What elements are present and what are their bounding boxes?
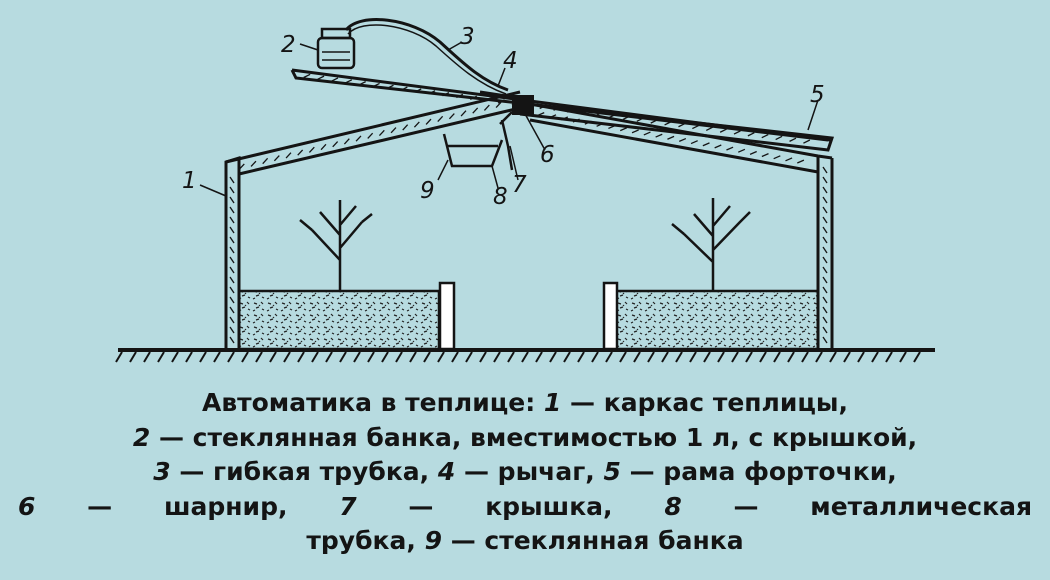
caption-text: — каркас теплицы, xyxy=(561,388,849,417)
window-sash xyxy=(290,68,835,152)
label-2: 2 xyxy=(281,32,296,58)
caption-text: — гибкая трубка, xyxy=(170,457,438,486)
inner-jar-assembly xyxy=(442,111,514,171)
caption-text: — стеклянная банка xyxy=(441,526,744,555)
caption-number: 2 xyxy=(132,422,151,452)
caption-number: 1 xyxy=(543,388,562,417)
lever xyxy=(479,90,521,100)
caption-line-4: 6 — шарнир, 7 — крышка, 8 — металлическа… xyxy=(18,490,1032,525)
jar-top xyxy=(316,27,356,70)
caption-text: трубка, xyxy=(306,526,425,555)
caption-line-3: 3 — гибкая трубка, 4 — рычаг, 5 — рама ф… xyxy=(18,455,1032,490)
figure-caption: Автоматика в теплице: 1 — каркас теплицы… xyxy=(18,386,1032,559)
caption-text: Автоматика в теплице: xyxy=(201,388,544,417)
flexible-tube xyxy=(344,18,509,92)
greenhouse-diagram: 1 2 3 4 5 6 7 8 9 xyxy=(115,18,935,363)
label-9: 9 xyxy=(420,178,435,204)
label-6: 6 xyxy=(540,142,555,168)
label-4: 4 xyxy=(503,48,518,74)
caption-text: — рама форточки, xyxy=(620,457,897,486)
label-3: 3 xyxy=(460,24,475,50)
plant-left xyxy=(299,200,373,291)
label-7: 7 xyxy=(512,172,527,198)
caption-number: 3 xyxy=(153,457,171,486)
caption-text: — рычаг, xyxy=(455,457,604,486)
caption-text: — стеклянная банка, вместимостью 1 л, с … xyxy=(150,422,918,452)
caption-text: — шарнир, xyxy=(35,491,340,521)
hinge xyxy=(512,95,534,115)
greenhouse-frame xyxy=(224,90,834,350)
caption-number: 8 xyxy=(664,491,682,521)
caption-number: 6 xyxy=(18,491,36,521)
label-1: 1 xyxy=(182,168,197,194)
frame-texture xyxy=(229,73,828,344)
caption-number: 4 xyxy=(437,457,456,486)
caption-number: 9 xyxy=(424,526,442,555)
caption-number: 7 xyxy=(339,491,357,521)
caption-line-1: Автоматика в теплице: 1 — каркас теплицы… xyxy=(18,386,1032,421)
soil-beds xyxy=(237,281,820,351)
caption-line-2: 2 — стеклянная банка, вместимостью 1 л, … xyxy=(18,421,1032,456)
label-8: 8 xyxy=(493,184,508,210)
label-5: 5 xyxy=(810,82,825,108)
caption-text: — крышка, xyxy=(356,491,665,521)
caption-number: 5 xyxy=(603,457,621,486)
ground xyxy=(115,348,935,363)
leader-lines xyxy=(199,41,819,197)
plant-right xyxy=(671,198,751,291)
caption-line-5: трубка, 9 — стеклянная банка xyxy=(18,524,1032,559)
caption-text: — металлическая xyxy=(681,491,1033,521)
